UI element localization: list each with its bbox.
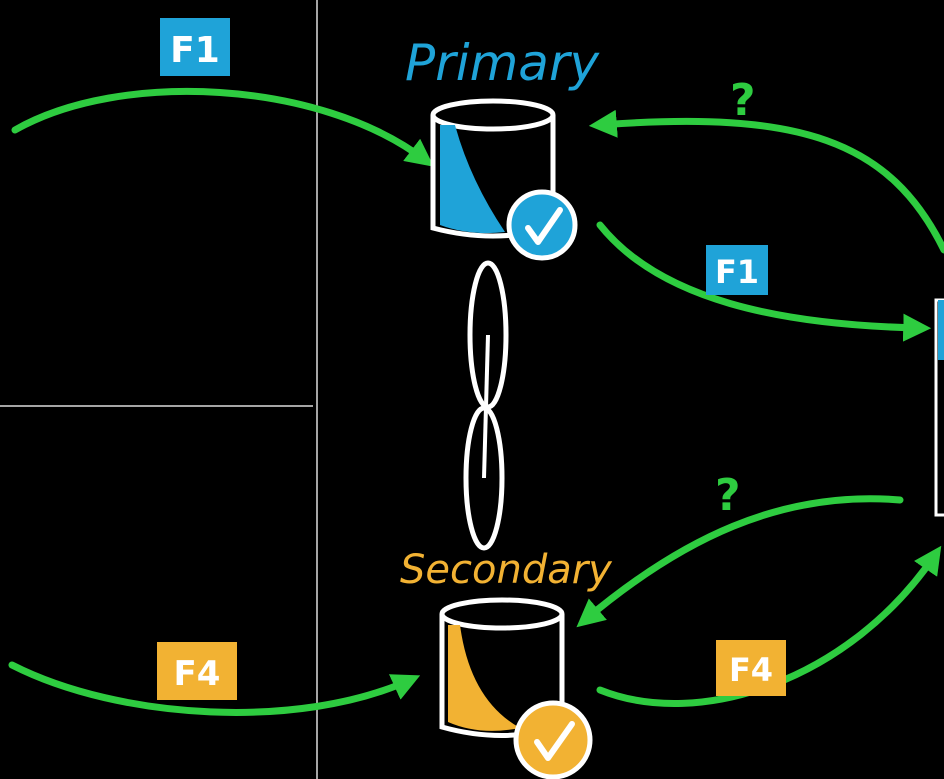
right-edge-node-fill [938, 300, 944, 360]
chain-link-icon [463, 260, 509, 551]
arrow-into-primary-from-right [588, 109, 944, 254]
svg-text:F1: F1 [170, 30, 220, 71]
secondary-check-badge [513, 700, 593, 779]
primary-label: Primary [405, 34, 601, 92]
arrow-into-secondary-from-right [576, 495, 904, 628]
svg-text:F1: F1 [715, 253, 759, 291]
primary-check-badge [506, 189, 578, 261]
badge-f4-bottom-left: F4 [157, 642, 237, 700]
question-mark-bottom: ? [715, 470, 741, 521]
arrow-f4-into-secondary [8, 661, 421, 716]
arrow-primary-to-right [596, 221, 932, 342]
svg-text:F4: F4 [174, 654, 221, 694]
badge-f1-top: F1 [160, 18, 230, 76]
svg-text:F4: F4 [729, 651, 773, 689]
badge-f4-bottom-right: F4 [716, 640, 786, 696]
question-mark-top: ? [730, 75, 756, 126]
secondary-label: Secondary [400, 547, 613, 593]
badge-f1-right: F1 [706, 245, 768, 295]
arrow-f1-into-primary [11, 88, 434, 167]
